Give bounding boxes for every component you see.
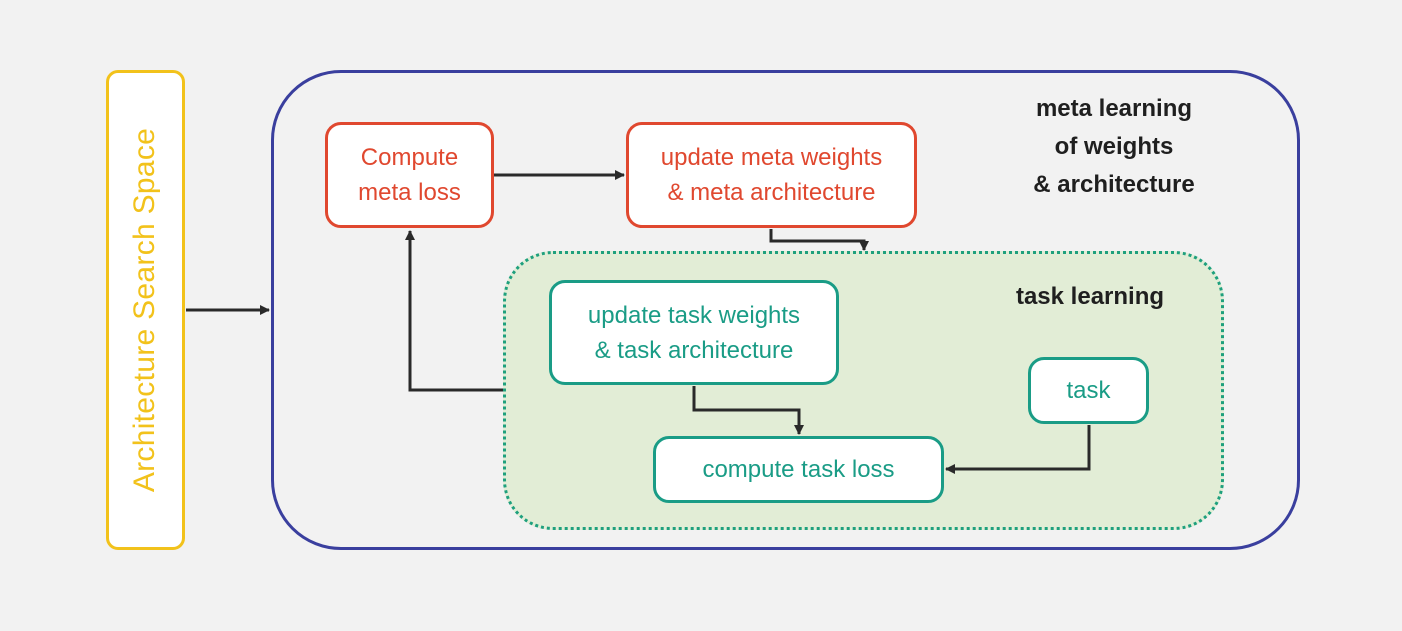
task-learning-title: task learning [1015, 283, 1165, 310]
architecture-search-space-panel [106, 70, 185, 550]
arrow-update-task-to-compute-task [692, 386, 804, 435]
arrow-update-meta-to-task-region [769, 229, 869, 251]
meta-title-line-2: of weights [1054, 133, 1174, 160]
update-task-weights-node: update task weights & task architecture [549, 280, 839, 385]
arrow-task-to-compute-task [945, 425, 1091, 474]
update-meta-line-2: & meta architecture [667, 179, 876, 206]
update-task-line-1: update task weights [587, 301, 801, 329]
meta-learning-region [271, 70, 1300, 550]
compute-meta-loss-line-1: Compute [360, 144, 459, 171]
compute-task-loss-label: compute task loss [702, 456, 895, 483]
arrow-task-region-to-compute-meta [405, 230, 503, 392]
update-task-line-2: & task architecture [594, 336, 794, 364]
update-meta-line-1: update meta weights [660, 144, 883, 171]
meta-title-line-1: meta learning [1035, 95, 1193, 122]
meta-learning-title: meta learning of weights & architecture [1004, 90, 1224, 204]
task-node: task [1028, 357, 1149, 424]
update-meta-weights-node: update meta weights & meta architecture [626, 122, 917, 228]
compute-meta-loss-node: Compute meta loss [325, 122, 494, 228]
compute-task-loss-node: compute task loss [653, 436, 944, 503]
compute-meta-loss-line-2: meta loss [358, 179, 461, 206]
task-label: task [1066, 377, 1111, 404]
meta-title-line-3: & architecture [1033, 171, 1195, 198]
